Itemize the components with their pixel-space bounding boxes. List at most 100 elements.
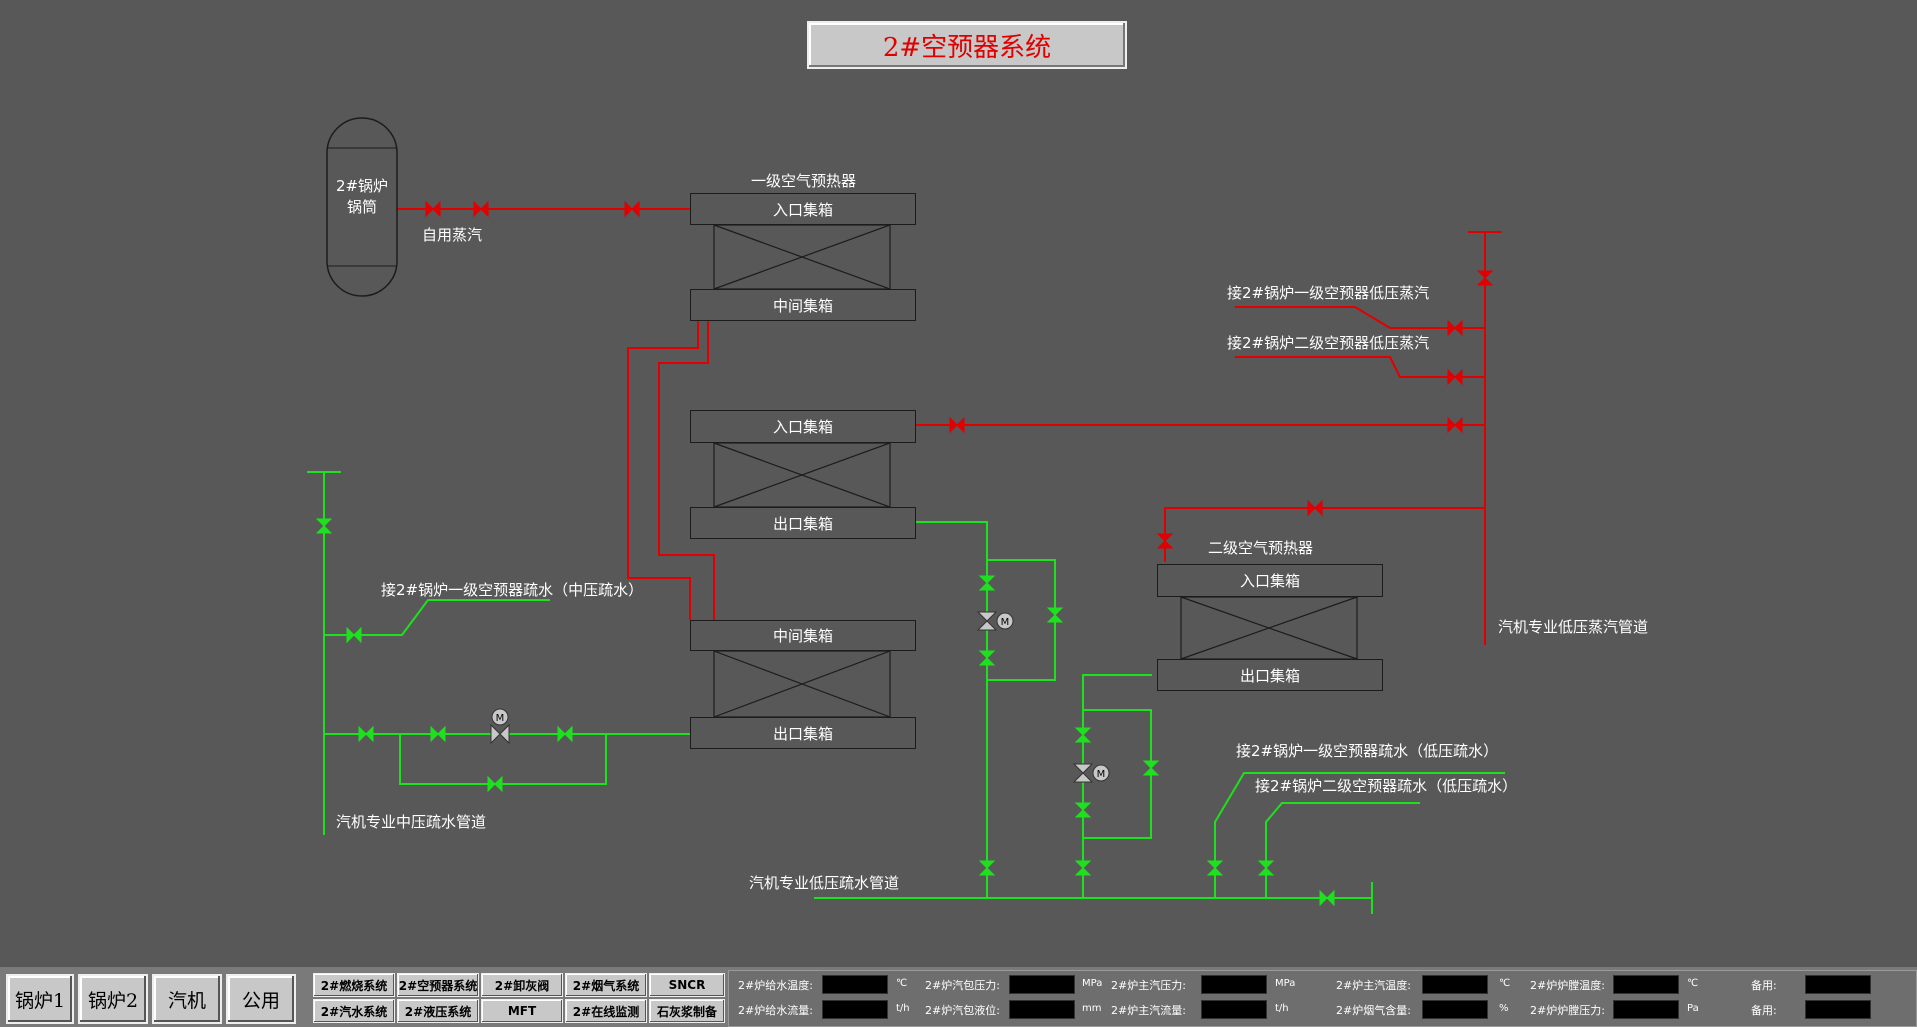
steam-valve-icon[interactable] [1447, 416, 1463, 434]
status-label: 2#炉炉膛压力: [1530, 1004, 1605, 1017]
online-monitor-button[interactable]: 2#在线监测 [565, 999, 647, 1023]
stage2-lp-steam-label: 接2#锅炉二级空预器低压蒸汽 [1227, 334, 1430, 352]
drain-valve-icon[interactable] [358, 725, 374, 743]
drain-valve-icon[interactable] [487, 775, 503, 793]
stage1-mp-drain-label: 接2#锅炉一级空预器疏水（中压疏水） [381, 581, 644, 599]
drain-valve-icon[interactable] [1142, 760, 1160, 776]
boiler-drum [326, 117, 398, 297]
status-unit: ℃ [896, 978, 908, 989]
mp-drain-pipe-label: 汽机专业中压疏水管道 [336, 813, 487, 831]
status-label: 2#炉汽包液位: [925, 1004, 1000, 1017]
motor-valve-icon[interactable]: M [490, 708, 510, 745]
flue-gas-system-button[interactable]: 2#烟气系统 [565, 973, 647, 997]
status-value [1201, 1000, 1267, 1019]
status-unit: ℃ [1687, 978, 1699, 989]
status-label: 备用: [1751, 1004, 1777, 1017]
steam-valve-icon[interactable] [1476, 270, 1494, 286]
piping-diagram: M M M [307, 117, 1505, 914]
status-unit: MPa [1082, 978, 1103, 989]
drum-label-line2: 锅筒 [346, 198, 377, 216]
stage1c-middle-header[interactable]: 中间集箱 [690, 620, 916, 651]
stage1c-outlet-header[interactable]: 出口集箱 [690, 717, 916, 749]
lp-drain-pipe-label: 汽机专业低压疏水管道 [749, 874, 900, 892]
drain-valve-icon[interactable] [1074, 727, 1092, 743]
nav-public-button[interactable]: 公用 [226, 974, 296, 1024]
steam-valve-icon[interactable] [949, 416, 965, 434]
status-label: 2#炉主汽温度: [1336, 979, 1411, 992]
svg-text:M: M [1097, 769, 1106, 780]
stage1-lp-drain-label: 接2#锅炉一级空预器疏水（低压疏水） [1236, 742, 1499, 760]
status-value [1201, 975, 1267, 994]
stage1-inlet-header[interactable]: 入口集箱 [690, 193, 916, 225]
steam-valve-icon[interactable] [1447, 319, 1463, 337]
status-value [1613, 1000, 1679, 1019]
status-label: 2#炉炉膛温度: [1530, 979, 1605, 992]
stage2-lp-drain-label: 接2#锅炉二级空预器疏水（低压疏水） [1255, 777, 1518, 795]
stage2-outlet-header[interactable]: 出口集箱 [1157, 659, 1383, 691]
status-label: 2#炉烟气含量: [1336, 1004, 1411, 1017]
steam-valve-icon[interactable] [473, 200, 489, 218]
stage2-inlet-header[interactable]: 入口集箱 [1157, 564, 1383, 597]
motor-valve-icon[interactable]: M [1072, 763, 1110, 783]
status-value [1422, 975, 1488, 994]
ash-valve-button[interactable]: 2#卸灰阀 [481, 973, 563, 997]
stage1-lp-steam-label: 接2#锅炉一级空预器低压蒸汽 [1227, 284, 1430, 302]
motor-valve-icon[interactable]: M [976, 611, 1014, 631]
stage1-middle-header[interactable]: 中间集箱 [690, 289, 916, 321]
stage1b-inlet-header[interactable]: 入口集箱 [690, 410, 916, 443]
steam-valve-icon[interactable] [624, 200, 640, 218]
drain-valve-icon[interactable] [1257, 860, 1275, 876]
status-unit: t/h [1275, 1003, 1289, 1014]
steam-water-system-button[interactable]: 2#汽水系统 [313, 999, 395, 1023]
drain-valve-icon[interactable] [1046, 607, 1064, 623]
drain-valve-icon[interactable] [346, 626, 362, 644]
svg-text:M: M [496, 713, 505, 724]
steam-valve-icon[interactable] [1307, 499, 1323, 517]
air-preheater-system-button[interactable]: 2#空预器系统 [397, 973, 479, 997]
status-value [1805, 975, 1871, 994]
drain-valve-icon[interactable] [1206, 860, 1224, 876]
lime-slurry-button[interactable]: 石灰浆制备 [649, 999, 725, 1023]
drain-valve-icon[interactable] [978, 575, 996, 591]
svg-text:M: M [1001, 617, 1010, 628]
page-title-text: 2#空预器系统 [882, 32, 1052, 63]
drum-label: 2#锅炉 锅筒 [327, 176, 397, 218]
drain-valve-icon[interactable] [1319, 889, 1335, 907]
steam-lines [397, 208, 1502, 645]
drain-valve-icon[interactable] [557, 725, 573, 743]
drain-valve-icon[interactable] [978, 860, 996, 876]
status-value [1422, 1000, 1488, 1019]
drain-valve-icon[interactable] [1074, 802, 1092, 818]
nav-boiler1-button[interactable]: 锅炉1 [6, 974, 74, 1024]
status-unit: Pa [1687, 1003, 1699, 1014]
drain-valve-icon[interactable] [978, 650, 996, 666]
drain-valve-icon[interactable] [315, 518, 333, 534]
status-label: 2#炉主汽压力: [1111, 979, 1186, 992]
drain-valve-icon[interactable] [430, 725, 446, 743]
status-value [1613, 975, 1679, 994]
steam-valve-icon[interactable] [1447, 368, 1463, 386]
steam-valve-icon[interactable] [425, 200, 441, 218]
status-label: 备用: [1751, 979, 1777, 992]
stage1b-outlet-header[interactable]: 出口集箱 [690, 507, 916, 539]
status-unit: t/h [896, 1003, 910, 1014]
steam-valve-icon[interactable] [1156, 533, 1174, 549]
hydraulic-system-button[interactable]: 2#液压系统 [397, 999, 479, 1023]
status-label: 2#炉给水温度: [738, 979, 813, 992]
nav-boiler2-button[interactable]: 锅炉2 [78, 974, 148, 1024]
status-value [1009, 1000, 1075, 1019]
status-unit: % [1499, 1003, 1509, 1014]
status-value [822, 975, 888, 994]
status-label: 2#炉汽包压力: [925, 979, 1000, 992]
status-value [1009, 975, 1075, 994]
status-value [1805, 1000, 1871, 1019]
lp-steam-pipe-label: 汽机专业低压蒸汽管道 [1498, 618, 1649, 636]
nav-turbine-button[interactable]: 汽机 [152, 974, 222, 1024]
combustion-system-button[interactable]: 2#燃烧系统 [313, 973, 395, 997]
status-unit: mm [1082, 1003, 1102, 1014]
drain-valve-icon[interactable] [1074, 860, 1092, 876]
sncr-button[interactable]: SNCR [649, 973, 725, 997]
mft-button[interactable]: MFT [481, 999, 563, 1023]
status-label: 2#炉主汽流量: [1111, 1004, 1186, 1017]
